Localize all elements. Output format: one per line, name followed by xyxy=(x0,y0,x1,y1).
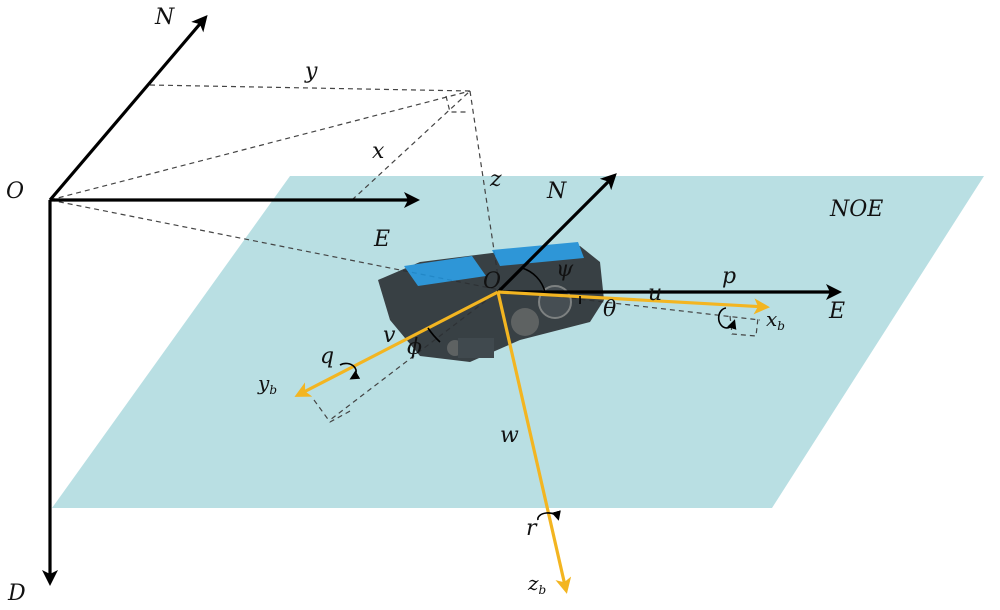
q-rotation-arc xyxy=(339,362,361,380)
label-psi: ψ xyxy=(556,257,574,282)
label-plane-name: NOE xyxy=(829,197,883,222)
label-r: r xyxy=(526,516,538,541)
psi-arc xyxy=(521,267,546,293)
noe-plane xyxy=(52,176,984,508)
angle-arcs xyxy=(339,267,737,521)
r-rotation-arc xyxy=(537,510,561,521)
label-v: v xyxy=(383,323,396,348)
label-north-earth: N xyxy=(154,5,175,30)
label-north-local: N xyxy=(546,179,567,204)
local-north-axis xyxy=(496,173,617,294)
label-origin-body: O xyxy=(483,269,501,294)
body-yb-axis xyxy=(294,290,499,397)
phi-arc xyxy=(427,327,441,343)
rov-vehicle xyxy=(378,242,604,362)
earth-frame xyxy=(42,14,420,586)
label-u: u xyxy=(648,281,662,306)
label-pos-x: x xyxy=(372,139,385,164)
label-w: w xyxy=(500,423,519,448)
label-phi: ϕ xyxy=(407,335,422,360)
p-rotation-arc xyxy=(717,307,737,330)
label-east-local: E xyxy=(828,299,845,324)
local-frame xyxy=(496,173,842,300)
label-zb: zb xyxy=(527,571,546,597)
body-xb-axis xyxy=(497,290,770,315)
label-origin-earth: O xyxy=(6,179,24,204)
body-frame xyxy=(294,290,770,594)
label-pos-y: y xyxy=(304,59,318,84)
label-down-earth: D xyxy=(7,581,26,606)
body-zb-axis xyxy=(496,291,572,594)
label-q: q xyxy=(320,344,334,369)
label-east-earth: E xyxy=(373,227,390,252)
label-yb: yb xyxy=(257,371,277,397)
label-xb: xb xyxy=(766,307,785,333)
label-theta: θ xyxy=(603,297,616,322)
label-pos-z: z xyxy=(489,167,502,192)
label-p: p xyxy=(722,264,736,289)
earth-north-axis xyxy=(48,14,208,202)
